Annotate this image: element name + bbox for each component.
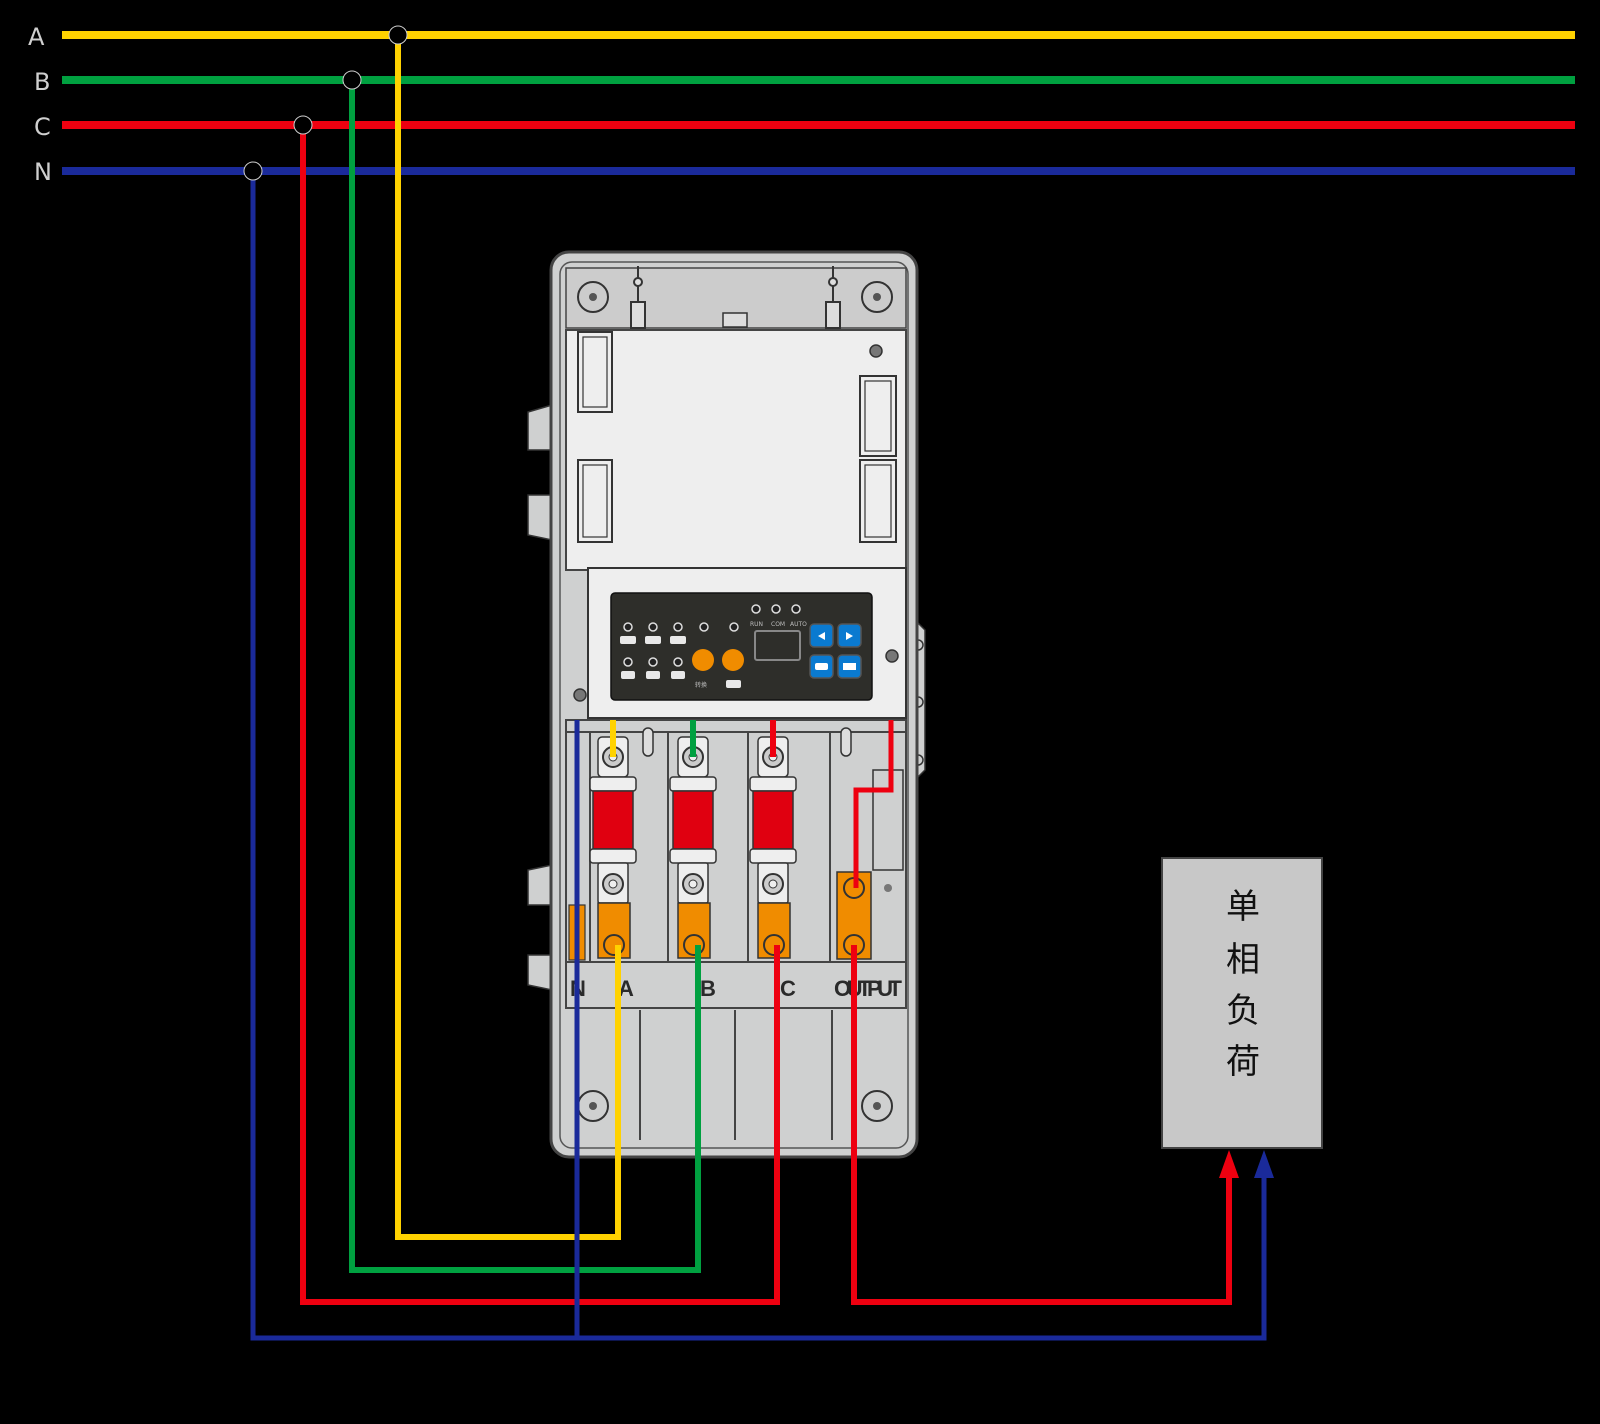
switching-device: RUN COM AUTO 转换 <box>527 250 926 1159</box>
arrow-up-icon <box>1254 1150 1274 1178</box>
screw <box>573 688 587 702</box>
indicator-label-run: RUN <box>750 621 763 628</box>
right-arrow-icon <box>846 632 853 640</box>
knob-label-switch: 转换 <box>695 681 707 689</box>
wire-n-drop <box>250 171 1267 1341</box>
button-enter[interactable] <box>809 654 834 679</box>
phase-indicators <box>623 622 739 667</box>
terminal-label-b: B <box>700 976 716 1001</box>
top-latch <box>722 312 748 328</box>
junction-a <box>388 25 408 45</box>
vent-slot <box>577 459 613 543</box>
upper-cover <box>565 329 907 571</box>
button-right[interactable] <box>837 623 862 648</box>
left-arrow-icon <box>818 632 825 640</box>
load-label-char-4: 荷 <box>1226 1042 1260 1082</box>
seal-lug-right <box>825 266 841 329</box>
screw <box>869 344 883 358</box>
bus-label-n: N <box>34 158 52 186</box>
fuse-holder-a <box>589 736 637 959</box>
indicator-label-auto: AUTO <box>790 621 807 628</box>
wire-a-drop <box>395 35 621 1240</box>
arrow-up-icon <box>1219 1150 1239 1178</box>
mount-hole-top-left <box>577 281 609 313</box>
indicator-led-auto <box>791 604 801 614</box>
bottom-cover <box>639 1010 833 1140</box>
control-panel: RUN COM AUTO 转换 <box>610 592 873 701</box>
vent-slot <box>859 459 897 543</box>
load-label-char-2: 相 <box>1226 940 1260 980</box>
indicator-led-run <box>751 604 761 614</box>
fuse-b <box>672 790 714 850</box>
junction-c <box>293 115 313 135</box>
bus-label-a: A <box>28 23 45 51</box>
junction-dots <box>243 25 408 181</box>
junction-n <box>243 161 263 181</box>
bus-label-c: C <box>34 113 51 141</box>
indicator-label-com: COM <box>771 621 785 628</box>
bus-label-b: B <box>34 68 50 96</box>
wire-c-drop <box>300 125 780 1305</box>
lcd-display <box>754 630 801 661</box>
seal-lug-left <box>630 266 646 329</box>
fuse-holder-c <box>749 736 797 959</box>
load-label-char-1: 单 <box>1226 887 1260 927</box>
mount-hole-top-right <box>861 281 893 313</box>
knob-label-reset-glyph <box>726 680 741 688</box>
terminal-label-output: OUTPUT <box>834 976 903 1001</box>
junction-b <box>342 70 362 90</box>
load-label-char-3: 负 <box>1226 991 1260 1031</box>
fuse-c <box>752 790 794 850</box>
wire-output-internal <box>853 720 894 888</box>
mount-hole-bottom-right <box>861 1090 893 1122</box>
wire-output-to-load <box>851 945 1232 1305</box>
wires <box>250 35 1274 1341</box>
knob-switch[interactable] <box>692 649 714 671</box>
mounting-clip-left <box>527 404 553 991</box>
single-phase-load: 单 相 负 荷 <box>1161 857 1323 1149</box>
bus-lines <box>62 31 1575 175</box>
knob-reset[interactable] <box>722 649 744 671</box>
screw <box>885 649 899 663</box>
terminal-label-c: C <box>780 976 796 1001</box>
vent-slot <box>859 375 897 457</box>
wire-b-drop <box>349 80 701 1273</box>
terminal-label-a: A <box>618 976 634 1001</box>
phase-indicator-glyphs <box>620 636 686 679</box>
terminal-hooks <box>642 727 852 757</box>
button-left[interactable] <box>809 623 834 648</box>
indicator-led-com <box>771 604 781 614</box>
vent-slot <box>577 331 613 413</box>
enter-icon <box>815 663 828 670</box>
back-icon <box>843 663 856 670</box>
terminal-label-strip <box>565 961 907 1009</box>
fuse-a <box>592 790 634 850</box>
button-back[interactable] <box>837 654 862 679</box>
